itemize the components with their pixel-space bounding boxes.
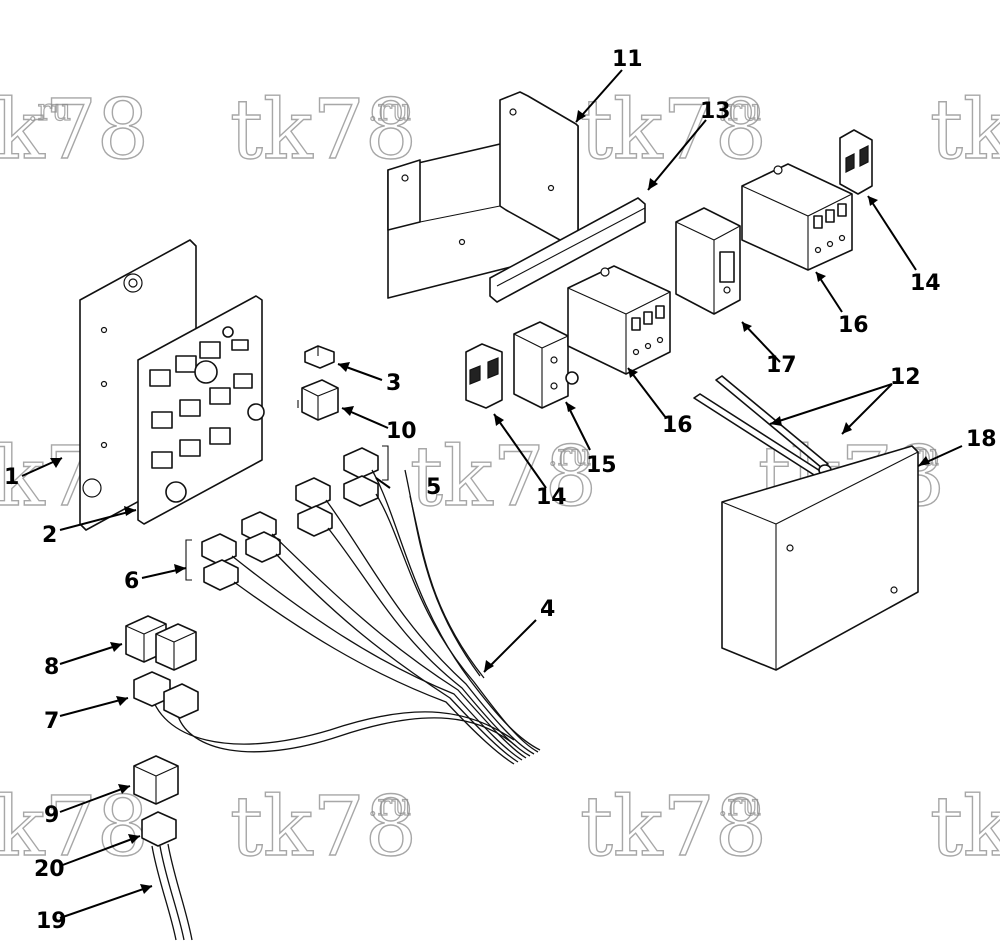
arrowhead <box>648 178 658 190</box>
arrowheads <box>50 110 930 894</box>
arrowhead <box>494 414 504 426</box>
watermark: tk78 <box>929 82 1000 178</box>
callout-4: 4 <box>540 597 555 622</box>
part-19-pigtail <box>151 843 193 941</box>
arrowhead <box>770 416 782 426</box>
watermark-text: tk78 <box>230 780 417 875</box>
arrowhead <box>118 784 130 794</box>
watermark-sup: .ru <box>28 93 71 128</box>
callout-13: 13 <box>700 99 731 124</box>
arrowhead <box>484 660 494 672</box>
part-12-standoffs <box>693 375 832 481</box>
callout-20: 20 <box>34 857 65 882</box>
arrowhead <box>140 884 152 894</box>
part-14-terminal-clamp <box>465 343 503 409</box>
callout-9: 9 <box>44 803 59 828</box>
arrowhead <box>742 322 752 332</box>
arrowhead <box>342 406 354 416</box>
part-8-relays <box>125 615 197 671</box>
watermark: tk78 <box>929 779 1000 875</box>
watermark-sup: .ru <box>368 788 411 823</box>
watermark-text: tk78 <box>580 83 767 178</box>
callout-5: 5 <box>426 475 441 500</box>
arrowhead <box>124 506 136 516</box>
arrowhead <box>842 422 852 434</box>
arrowhead <box>628 368 638 378</box>
arrowhead <box>50 458 62 468</box>
part-18-cover-plate <box>721 445 919 671</box>
callout-labels: 1 2 3 4 5 6 7 8 9 10 11 12 13 14 14 15 1… <box>4 47 997 934</box>
part-16-contactor-right <box>741 163 853 271</box>
callout-1: 1 <box>4 465 19 490</box>
watermark: tk78.ru <box>229 82 417 178</box>
part-13-din-rail <box>489 197 646 303</box>
part-16-contactor <box>567 265 671 375</box>
arrowhead <box>116 696 128 706</box>
callout-11: 11 <box>612 47 643 72</box>
callout-15: 15 <box>586 453 617 478</box>
arrowhead <box>918 456 930 466</box>
watermark-sup: .ru <box>548 438 591 473</box>
callout-14-left: 14 <box>536 485 567 510</box>
callout-3: 3 <box>386 371 401 396</box>
part-7-relay-sockets <box>133 671 199 719</box>
watermark-sup: .ru <box>718 93 761 128</box>
watermark-sup: .ru <box>718 788 761 823</box>
callout-10: 10 <box>386 419 417 444</box>
callout-2: 2 <box>42 523 57 548</box>
callout-18: 18 <box>966 427 997 452</box>
watermark: tk78.ru <box>229 779 417 875</box>
watermark: tk78.ru <box>579 779 767 875</box>
watermark-sup: .ru <box>368 93 411 128</box>
part-9-relay <box>133 755 179 805</box>
part-17-timer-module <box>675 207 741 315</box>
callout-7: 7 <box>44 709 59 734</box>
callout-14-right: 14 <box>910 271 941 296</box>
arrowhead <box>566 402 576 412</box>
part-20-socket <box>141 811 177 847</box>
part-5-connectors <box>241 445 389 543</box>
watermark-text: tk78 <box>930 780 1000 875</box>
callout-16-middle: 16 <box>662 413 693 438</box>
part-15-contact-block <box>513 321 579 409</box>
watermark: tk78.ru <box>409 429 597 525</box>
watermark: tk78.ru <box>0 82 150 178</box>
watermark-text: tk78 <box>930 83 1000 178</box>
watermark-text: tk78 <box>580 780 767 875</box>
part-2-circuit-board <box>137 295 265 525</box>
part-3-connector <box>304 345 335 369</box>
part-11-cover-bracket <box>387 91 579 299</box>
arrowhead <box>576 110 586 122</box>
part-6-connectors <box>185 531 281 591</box>
arrowhead <box>128 834 140 844</box>
arrowhead <box>868 196 878 206</box>
watermark: tk78.ru <box>579 82 767 178</box>
callout-8: 8 <box>44 655 59 680</box>
watermark-text: tk78 <box>230 83 417 178</box>
callout-6: 6 <box>124 569 139 594</box>
arrowhead <box>338 362 350 372</box>
callout-16-right: 16 <box>838 313 869 338</box>
callout-17: 17 <box>766 353 797 378</box>
part-14-terminal-clamp-right <box>839 129 873 195</box>
arrowhead <box>110 642 122 652</box>
part-10-relay <box>297 379 339 421</box>
part-4-wiring-harness <box>149 469 541 765</box>
arrowhead <box>174 564 186 574</box>
arrowhead <box>816 272 826 282</box>
watermark-text: tk78 <box>410 430 597 525</box>
callout-12: 12 <box>890 365 921 390</box>
watermark-text: tk78 <box>0 83 149 178</box>
callout-19: 19 <box>36 909 67 934</box>
